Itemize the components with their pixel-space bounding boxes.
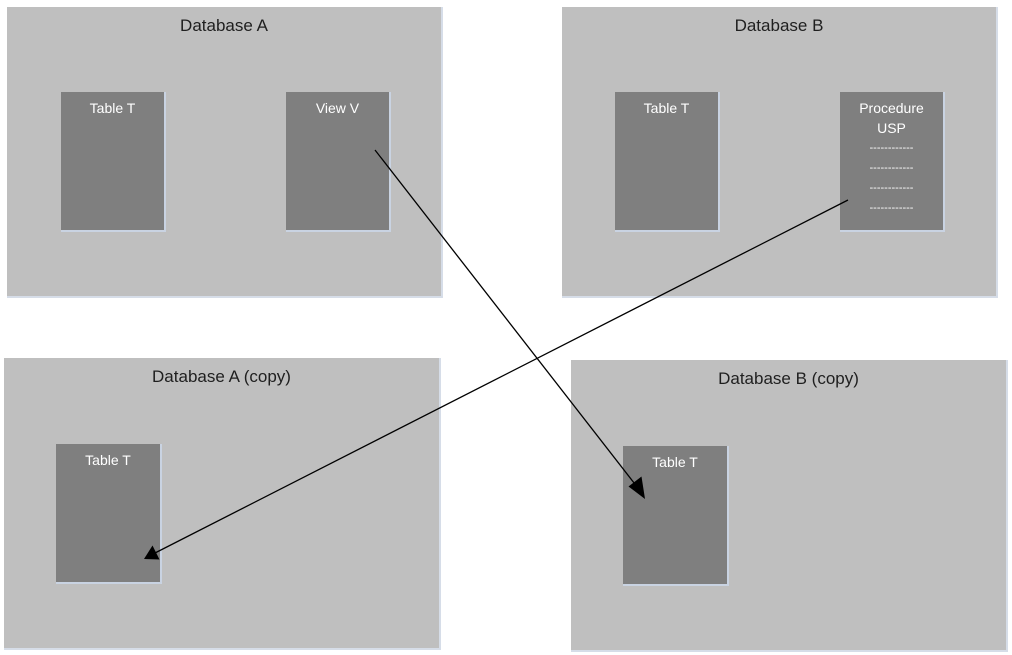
table-t-label: Table T: [652, 454, 698, 470]
table-t-database-a: Table T: [61, 92, 166, 232]
procedure-usp-label: Procedure USP: [859, 100, 924, 136]
table-t-database-a-copy: Table T: [56, 444, 162, 584]
view-v-label: View V: [315, 100, 360, 116]
database-b: Database B Table T Procedure USP -------…: [562, 7, 998, 298]
database-a-copy: Database A (copy) Table T: [4, 358, 441, 650]
procedure-code-line: ------------: [869, 202, 914, 214]
table-t-label: Table T: [85, 452, 131, 468]
database-b-copy: Database B (copy) Table T: [571, 360, 1008, 652]
procedure-code-line: ------------: [869, 182, 914, 194]
procedure-usp: Procedure USP ------------ ------------ …: [840, 92, 945, 232]
database-a: Database A Table T View V: [7, 7, 443, 298]
procedure-code-line: ------------: [869, 142, 914, 154]
table-t-database-b: Table T: [615, 92, 720, 232]
procedure-code-lines: ------------ ------------ ------------ -…: [840, 138, 943, 218]
database-a-title: Database A: [180, 16, 268, 35]
database-b-copy-title: Database B (copy): [718, 369, 859, 388]
procedure-code-line: ------------: [869, 162, 914, 174]
view-v: View V: [286, 92, 391, 232]
database-b-title: Database B: [734, 16, 824, 35]
table-t-label: Table T: [89, 100, 136, 116]
table-t-database-b-copy: Table T: [623, 446, 729, 586]
table-t-label: Table T: [643, 100, 690, 116]
database-a-copy-title: Database A (copy): [152, 367, 291, 386]
